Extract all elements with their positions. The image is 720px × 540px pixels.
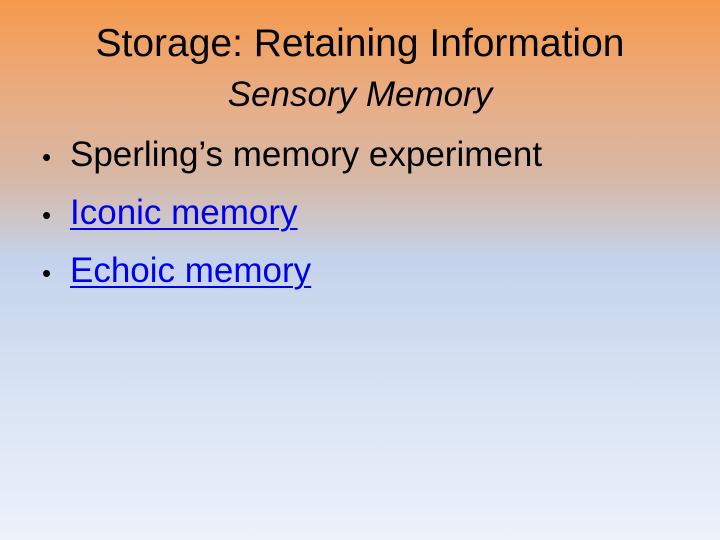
bullet-marker: •	[42, 142, 52, 172]
bullet-marker: •	[42, 200, 52, 230]
bullet-marker: •	[42, 258, 52, 288]
bullet-item-iconic: • Iconic memory	[42, 190, 542, 248]
iconic-memory-link[interactable]: Iconic memory	[70, 193, 298, 232]
bullet-text-sperling: Sperling’s memory experiment	[70, 135, 543, 174]
echoic-memory-link[interactable]: Echoic memory	[70, 251, 312, 290]
slide-subtitle: Sensory Memory	[227, 75, 493, 114]
bullet-item-sperling: • Sperling’s memory experiment	[42, 132, 542, 190]
slide-title: Storage: Retaining Information	[95, 22, 625, 65]
bullet-list: • Sperling’s memory experiment • Iconic …	[42, 132, 542, 306]
bullet-item-echoic: • Echoic memory	[42, 248, 542, 306]
